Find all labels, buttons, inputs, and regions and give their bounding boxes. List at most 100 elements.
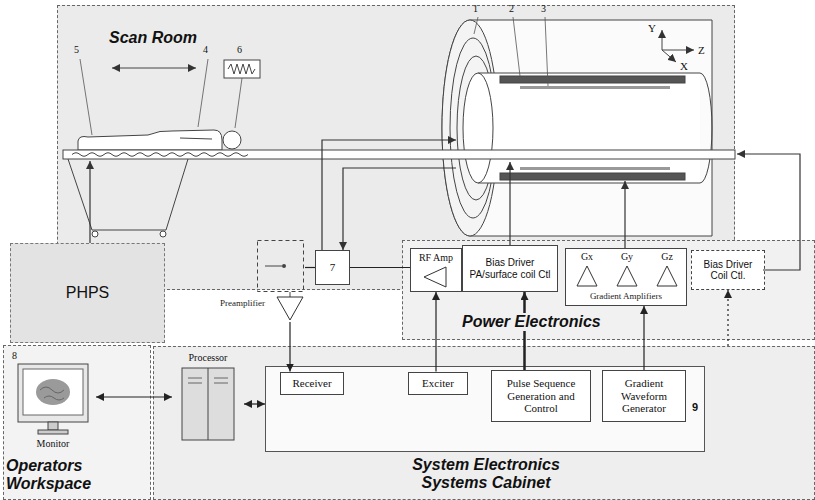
rf-coil: [520, 167, 670, 170]
brain-folds: [40, 387, 64, 400]
axis-label: Y: [648, 22, 656, 35]
connector: [435, 292, 436, 372]
patient-body: [78, 130, 222, 150]
text-slot: Monitor: [10, 438, 96, 450]
text-slot: Preamplifier: [220, 298, 265, 308]
wire: [322, 140, 456, 250]
connector: [289, 322, 290, 372]
bore-opening: [463, 73, 493, 183]
connector: [96, 396, 172, 397]
text-slot: Z: [698, 44, 705, 57]
amplifier-triangle: [577, 266, 597, 286]
text-slot: Gz: [656, 251, 678, 263]
channel-label: Gx: [576, 251, 598, 263]
text-slot: Gx: [576, 251, 598, 263]
callout-number: 5: [74, 44, 79, 56]
channel-label: Gy: [616, 251, 638, 263]
magnet-ring: [450, 38, 496, 218]
text-slot: Scan Room: [109, 29, 197, 47]
text-slot: 6: [237, 44, 242, 56]
box-label: PHPS: [66, 284, 110, 302]
leader-line: [474, 17, 478, 34]
process-box: Receiver: [280, 372, 344, 395]
cabinet-vents: [188, 378, 228, 383]
rf-amp-box: RF Amp: [410, 248, 462, 292]
preamp-dot: [282, 264, 286, 268]
cabinet-frame: [182, 368, 234, 440]
axis-label: X: [680, 60, 688, 73]
box-label: Gradient Amplifiers: [566, 291, 686, 301]
channel-label: Gz: [656, 251, 678, 263]
callout-number: 8: [12, 350, 17, 362]
text-slot: System Electronics Systems Cabinet: [386, 456, 586, 493]
patient-table: [63, 150, 735, 159]
text-slot: 4: [203, 44, 208, 56]
phps-box: PHPS: [10, 243, 165, 343]
axis-arrow: [662, 50, 676, 62]
leader-line: [80, 59, 92, 135]
box-label: Bias Driver Coil Ctl.: [695, 259, 761, 282]
wire: [343, 168, 456, 250]
preamp-housing: [258, 241, 304, 292]
magnet-group: [442, 20, 712, 236]
amplifier-triangle: [424, 267, 446, 287]
process-box: Gradient Waveform Generator: [602, 370, 686, 422]
preamp-wire: [265, 266, 282, 267]
callout-number: 3: [541, 3, 546, 15]
wiring-group: [90, 140, 800, 270]
callout-number: 4: [203, 44, 208, 56]
leader-line: [198, 59, 208, 127]
leader-line: [513, 17, 520, 76]
box-label: Bias Driver PA/surface coil Ctl: [466, 257, 554, 280]
leader-line: [235, 78, 242, 128]
patient-head: [223, 131, 241, 149]
text-slot: Y: [648, 22, 656, 35]
axis-label: Z: [698, 44, 705, 57]
connector: [727, 290, 728, 346]
preamplifier-symbol: [220, 240, 305, 322]
box-label: Processor: [172, 352, 244, 364]
monitor-frame: [18, 364, 88, 422]
surface-coil-winding: [228, 64, 255, 74]
gradient-coil: [500, 173, 685, 180]
brain-image: [36, 379, 70, 405]
text-slot: Gradient Amplifiers: [566, 291, 686, 301]
surface-coil: [224, 60, 260, 78]
callout-number: 1: [473, 3, 478, 15]
text-slot: Processor: [172, 352, 244, 364]
monitor-block: 8Monitor: [10, 350, 96, 454]
cabinet-divider: [208, 368, 209, 440]
axis-arrow: [662, 50, 694, 51]
system-electronics-region: System Electronics Systems Cabinet Proces…: [153, 346, 815, 500]
text-slot: Gy: [616, 251, 638, 263]
callout-number: 2: [509, 3, 514, 15]
text-slot: X: [680, 60, 688, 73]
amplifier-triangle: [277, 297, 303, 320]
connector: [350, 267, 410, 268]
text-slot: 8: [12, 350, 17, 362]
magnet-bore: [478, 73, 700, 183]
connector: [643, 306, 644, 370]
wire: [737, 154, 800, 270]
text-slot: 5: [74, 44, 79, 56]
table-coil: [72, 153, 248, 157]
text-slot: 3: [541, 3, 546, 15]
processor-block: Processor: [172, 352, 244, 442]
patient-arm: [180, 138, 212, 139]
power-electronics-region: Power ElectronicsRF AmpBias Driver PA/su…: [402, 240, 815, 340]
box-label: 7: [330, 261, 336, 274]
text-slot: 1: [473, 3, 478, 15]
process-box: Pulse Sequence Generation and Control: [491, 370, 591, 422]
region-label: Scan Room: [109, 29, 197, 47]
box-label: RF Amp: [411, 252, 461, 264]
magnet-body: [442, 20, 712, 236]
monitor-screen: [23, 369, 83, 415]
text-slot: Operators Workspace: [6, 457, 136, 494]
gradient-amplifier-box: Gx Gy GzGradient Amplifiers: [565, 248, 687, 306]
text-slot: 9: [692, 401, 698, 414]
box-label: Exciter: [422, 377, 454, 390]
connector: [305, 267, 315, 268]
wire: [624, 181, 625, 248]
